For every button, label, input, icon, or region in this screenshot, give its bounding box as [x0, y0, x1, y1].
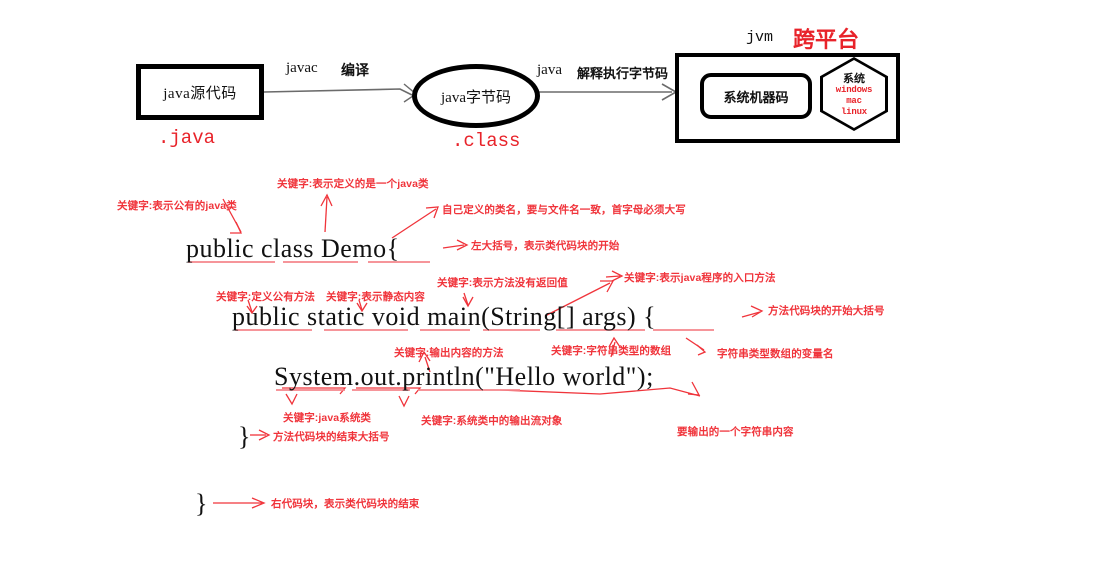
os-name-windows: windows: [835, 84, 873, 95]
annotation-class-name: 自己定义的类名，要与文件名一致，首字母必须大写: [442, 204, 686, 216]
java-source-node: java源代码: [136, 64, 264, 120]
java-extension-label: .java: [158, 127, 216, 149]
javac-command-label: javac: [286, 60, 318, 76]
os-name-linux: linux: [840, 106, 867, 117]
java-command-label: java: [537, 62, 562, 78]
java-bytecode-node: java字节码: [412, 64, 540, 128]
os-hexagon-title: 系统: [843, 72, 865, 85]
jvm-label: jvm: [746, 29, 774, 46]
class-extension-label: .class: [452, 130, 521, 152]
annotation-out-stream: 关键字:系统类中的输出流对象: [421, 415, 563, 427]
annotation-close-brace-class: 右代码块，表示类代码块的结束: [271, 498, 420, 510]
machine-code-label: 系统机器码: [723, 89, 789, 105]
annotation-close-brace-method: 方法代码块的结束大括号: [273, 431, 390, 443]
annotation-open-brace-class: 左大括号，表示类代码块的开始: [471, 240, 620, 252]
annotation-args-variable: 字符串类型数组的变量名: [717, 348, 834, 360]
os-name-mac: mac: [846, 95, 862, 106]
code-close-brace-method: }: [238, 422, 251, 451]
code-close-brace-class: }: [195, 489, 208, 518]
annotation-hello-string: 要输出的一个字符串内容: [677, 426, 794, 438]
annotation-class-keyword: 关键字:表示定义的是一个java类: [277, 178, 429, 190]
annotation-string-array: 关键字:字符串类型的数组: [551, 345, 672, 357]
annotation-public-class-keyword: 关键字:表示公有的java类: [117, 200, 237, 212]
java-bytecode-label: java字节码: [441, 89, 511, 106]
compile-text-label: 编译: [341, 62, 369, 78]
code-line-main-method: public static void main(String[] args) {: [232, 302, 657, 331]
annotation-println-method: 关键字:输出内容的方法: [394, 347, 504, 359]
annotation-static-keyword: 关键字:表示静态内容: [326, 291, 425, 303]
code-line-class-declaration: public class Demo{: [186, 234, 400, 263]
interpret-text-label: 解释执行字节码: [577, 66, 669, 81]
annotation-void-keyword: 关键字:表示方法没有返回值: [437, 277, 568, 289]
annotation-system-class: 关键字:java系统类: [283, 412, 372, 424]
annotation-main-keyword: 关键字:表示java程序的入口方法: [624, 272, 776, 284]
code-line-println: System.out.println("Hello world");: [274, 362, 654, 391]
annotation-open-brace-method: 方法代码块的开始大括号: [768, 305, 885, 317]
cross-platform-label: 跨平台: [793, 27, 860, 52]
annotation-public-method: 关键字:定义公有方法: [216, 291, 315, 303]
machine-code-node: 系统机器码: [700, 73, 812, 119]
java-source-label: java源代码: [163, 85, 237, 102]
